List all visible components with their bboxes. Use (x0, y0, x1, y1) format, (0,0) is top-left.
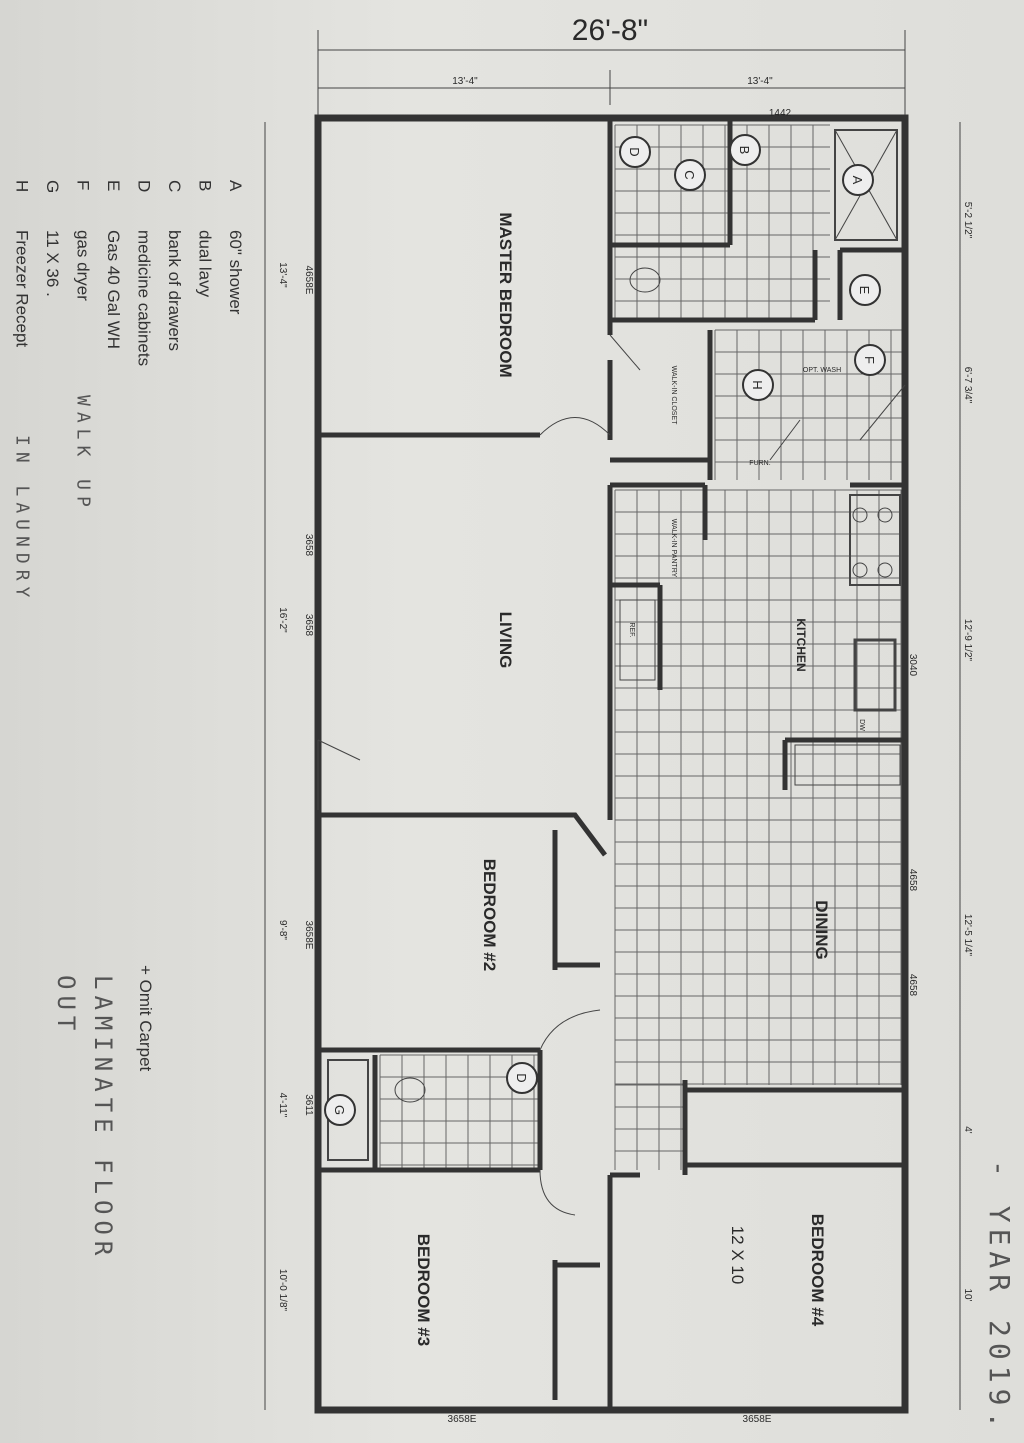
legend-key: E (104, 180, 123, 191)
legend-text: medicine cabinets (135, 230, 154, 366)
room-bedroom-2: BEDROOM #2 (480, 859, 499, 971)
fixture-marker-g: G (332, 1105, 347, 1115)
fixture-marker-circle (729, 134, 761, 166)
fixture-marker-h: H (750, 380, 765, 389)
top-window: 1442 (769, 108, 792, 119)
fixture-marker-a: A (850, 176, 865, 185)
fixture-marker-c: C (682, 170, 697, 179)
fixture-markers: A B C D E F G H D (324, 134, 886, 1126)
legend-handwritten-note: IN LAUNDRY (12, 435, 33, 603)
laminate-note: LAMINATE FLOOR (89, 975, 117, 1261)
fixture-marker-e: E (857, 286, 872, 295)
overall-width: 26'-8" (572, 14, 648, 47)
room-kitchen: KITCHEN (794, 618, 808, 671)
window-label: 3658E (448, 1414, 477, 1425)
window-label: 3658 (303, 534, 314, 557)
fixture-marker-d: D (627, 147, 642, 156)
legend-key: G (43, 180, 62, 193)
room-bedroom-4: BEDROOM #4 (808, 1214, 827, 1327)
legend-text: 11 X 36 . (43, 230, 62, 297)
legend-text: 60" shower (226, 230, 245, 315)
right-dim: 10' (962, 1288, 973, 1301)
fixture-marker-d: D (514, 1073, 529, 1082)
left-dim: 10'-0 1/8" (277, 1269, 288, 1312)
legend-key: D (135, 180, 154, 192)
dw-label: DW (858, 719, 865, 731)
legend-text: Gas 40 Gal WH (104, 230, 123, 349)
fixture-marker-circle (742, 369, 774, 401)
opt-wash-label: OPT. WASH (803, 367, 841, 374)
right-dim: 12'-5 1/4" (962, 914, 973, 957)
window-label: 3658 (303, 614, 314, 637)
furn-label: FURN. (749, 460, 770, 467)
fixture-marker-b: B (737, 146, 752, 155)
fixture-marker-circle (849, 274, 881, 306)
window-label: 3611 (303, 1094, 314, 1116)
top-dim-right: 13'-4" (747, 76, 773, 87)
legend-text: bank of drawers (165, 230, 184, 351)
right-dim: 5'-2 1/2" (962, 202, 973, 239)
door-swings (317, 334, 906, 1216)
bedroom-4-size: 12 X 10 (728, 1226, 747, 1285)
window-label: 4658 (907, 869, 918, 892)
window-label: 4658 (907, 974, 918, 997)
right-dim: 4' (962, 1126, 973, 1134)
left-dim: 16'-2" (277, 607, 288, 633)
legend-handwritten-note: WALK UP (73, 395, 94, 513)
window-label: 4658E (303, 266, 314, 295)
fixture-marker-circle (854, 344, 886, 376)
dimension-lines (264, 30, 961, 1410)
legend-key: A (226, 180, 245, 192)
legend-text: dual lavy (196, 230, 215, 298)
window-label: 3658E (303, 921, 314, 950)
interior-walls (318, 118, 905, 1410)
fixture-marker-circle (842, 164, 874, 196)
room-dining: DINING (812, 900, 831, 960)
fixture-marker-f: F (862, 356, 877, 364)
fixture-marker-circle (506, 1062, 538, 1094)
window-label: 3040 (907, 654, 918, 677)
walkin-pantry-label: WALK-IN PANTRY (670, 519, 677, 578)
window-label: 3658E (743, 1414, 772, 1425)
legend-text: Freezer Recept (13, 230, 32, 347)
room-living: LIVING (496, 612, 515, 669)
legend-key: B (196, 180, 215, 191)
ref-label: REF. (628, 622, 635, 637)
out-note: OUT (52, 975, 80, 1036)
legend-key: F (74, 180, 93, 190)
legend-key: C (165, 180, 184, 192)
right-dim: 12'-9 1/2" (962, 619, 973, 662)
tile-floor (379, 124, 905, 1170)
fixture-marker-circle (619, 136, 651, 168)
walkin-closet-label: WALK-IN CLOSET (670, 366, 677, 426)
right-dim: 6'-7 3/4" (962, 367, 973, 404)
fixture-marker-circle (324, 1094, 356, 1126)
omit-carpet-note: + Omit Carpet (136, 965, 155, 1072)
left-dim: 4'-11" (277, 1093, 288, 1118)
room-master-bedroom: MASTER BEDROOM (496, 212, 515, 377)
year-note: - YEAR 2019. (983, 1160, 1016, 1434)
left-dim: 9'-8" (277, 920, 288, 940)
legend-text: gas dryer (74, 230, 93, 301)
legend-key: H (13, 180, 32, 192)
room-bedroom-3: BEDROOM #3 (414, 1234, 433, 1346)
fixture-marker-circle (674, 159, 706, 191)
left-dim: 13'-4" (277, 262, 288, 288)
top-dim-left: 13'-4" (452, 76, 478, 87)
